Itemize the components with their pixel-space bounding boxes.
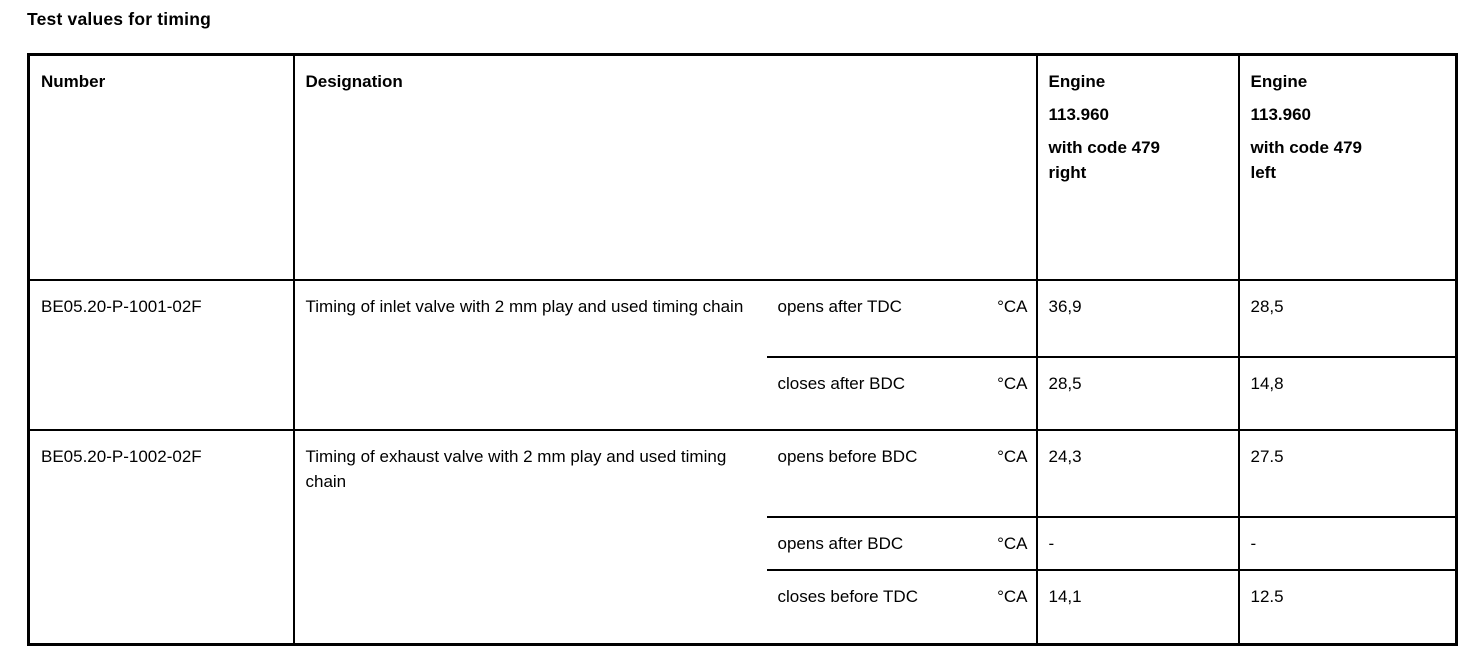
value-engine-left-cell: -: [1238, 515, 1457, 570]
value-engine-left-cell: 28,5: [1250, 296, 1284, 316]
designation-text: Timing of exhaust valve with 2 mm play a…: [305, 446, 727, 491]
engine-left-line-2: 113.960: [1250, 105, 1312, 124]
column-header-engine-left: Engine 113.960 with code 479 left: [1238, 54, 1457, 281]
table-row: BE05.20-P-1001-02F Timing of inlet valve…: [28, 279, 1457, 430]
condition-cell: closes after BDC: [766, 355, 962, 430]
value-engine-left-cell: 12.5: [1238, 568, 1457, 645]
column-header-number: Number: [28, 54, 295, 281]
value-engine-right-cell: 24,3: [1036, 428, 1240, 517]
unit-cell: °CA: [961, 515, 1038, 570]
engine-right-line-1: Engine: [1048, 72, 1106, 91]
condition-cell: opens after BDC: [766, 515, 962, 570]
unit-cell: °CA: [961, 428, 1038, 517]
number-cell: BE05.20-P-1002-02F: [28, 428, 295, 645]
engine-left-line-1: Engine: [1250, 72, 1308, 91]
table-row: closes after BDC °CA 28,5 14,8: [29, 355, 1457, 430]
table-row: BE05.20-P-1002-02F Timing of exhaust val…: [28, 428, 1457, 645]
column-header-engine-right: Engine 113.960 with code 479 right: [1036, 54, 1240, 281]
number-cell: BE05.20-P-1001-02F: [28, 279, 295, 430]
value-engine-right-cell: 36,9: [1036, 279, 1240, 357]
engine-left-line-3: with code 479 left: [1250, 138, 1362, 182]
header-row: Number Designation Engine 113.960 with c…: [28, 54, 1457, 281]
unit-cell: °CA: [961, 568, 1038, 645]
table-row: opens after BDC °CA - -: [29, 515, 1457, 570]
designation-cell: Timing of inlet valve with 2 mm play and…: [294, 280, 767, 430]
value-engine-right-cell: 14,1: [1036, 568, 1240, 645]
condition-cell: closes before TDC: [766, 568, 962, 645]
page-title: Test values for timing: [27, 9, 211, 29]
value-engine-left-cell: 14,8: [1238, 355, 1457, 430]
unit-cell: °CA: [961, 279, 1038, 357]
value-engine-right-cell: -: [1036, 515, 1240, 570]
engine-right-line-3: with code 479 right: [1048, 138, 1160, 182]
value-engine-left-cell: 27.5: [1238, 428, 1457, 517]
table-row: closes before TDC °CA 14,1 12.5: [29, 568, 1457, 645]
engine-right-line-2: 113.960: [1048, 105, 1110, 124]
designation-text: Timing of inlet valve with 2 mm play and…: [305, 296, 744, 316]
column-header-designation: Designation: [293, 54, 1038, 281]
condition-cell: opens after TDC: [777, 296, 902, 316]
designation-cell: Timing of exhaust valve with 2 mm play a…: [293, 428, 767, 645]
timing-table: Number Designation Engine 113.960 with c…: [27, 53, 1458, 646]
unit-cell: °CA: [961, 355, 1038, 430]
condition-cell: opens before BDC: [766, 428, 962, 517]
value-engine-right-cell: 28,5: [1036, 355, 1240, 430]
